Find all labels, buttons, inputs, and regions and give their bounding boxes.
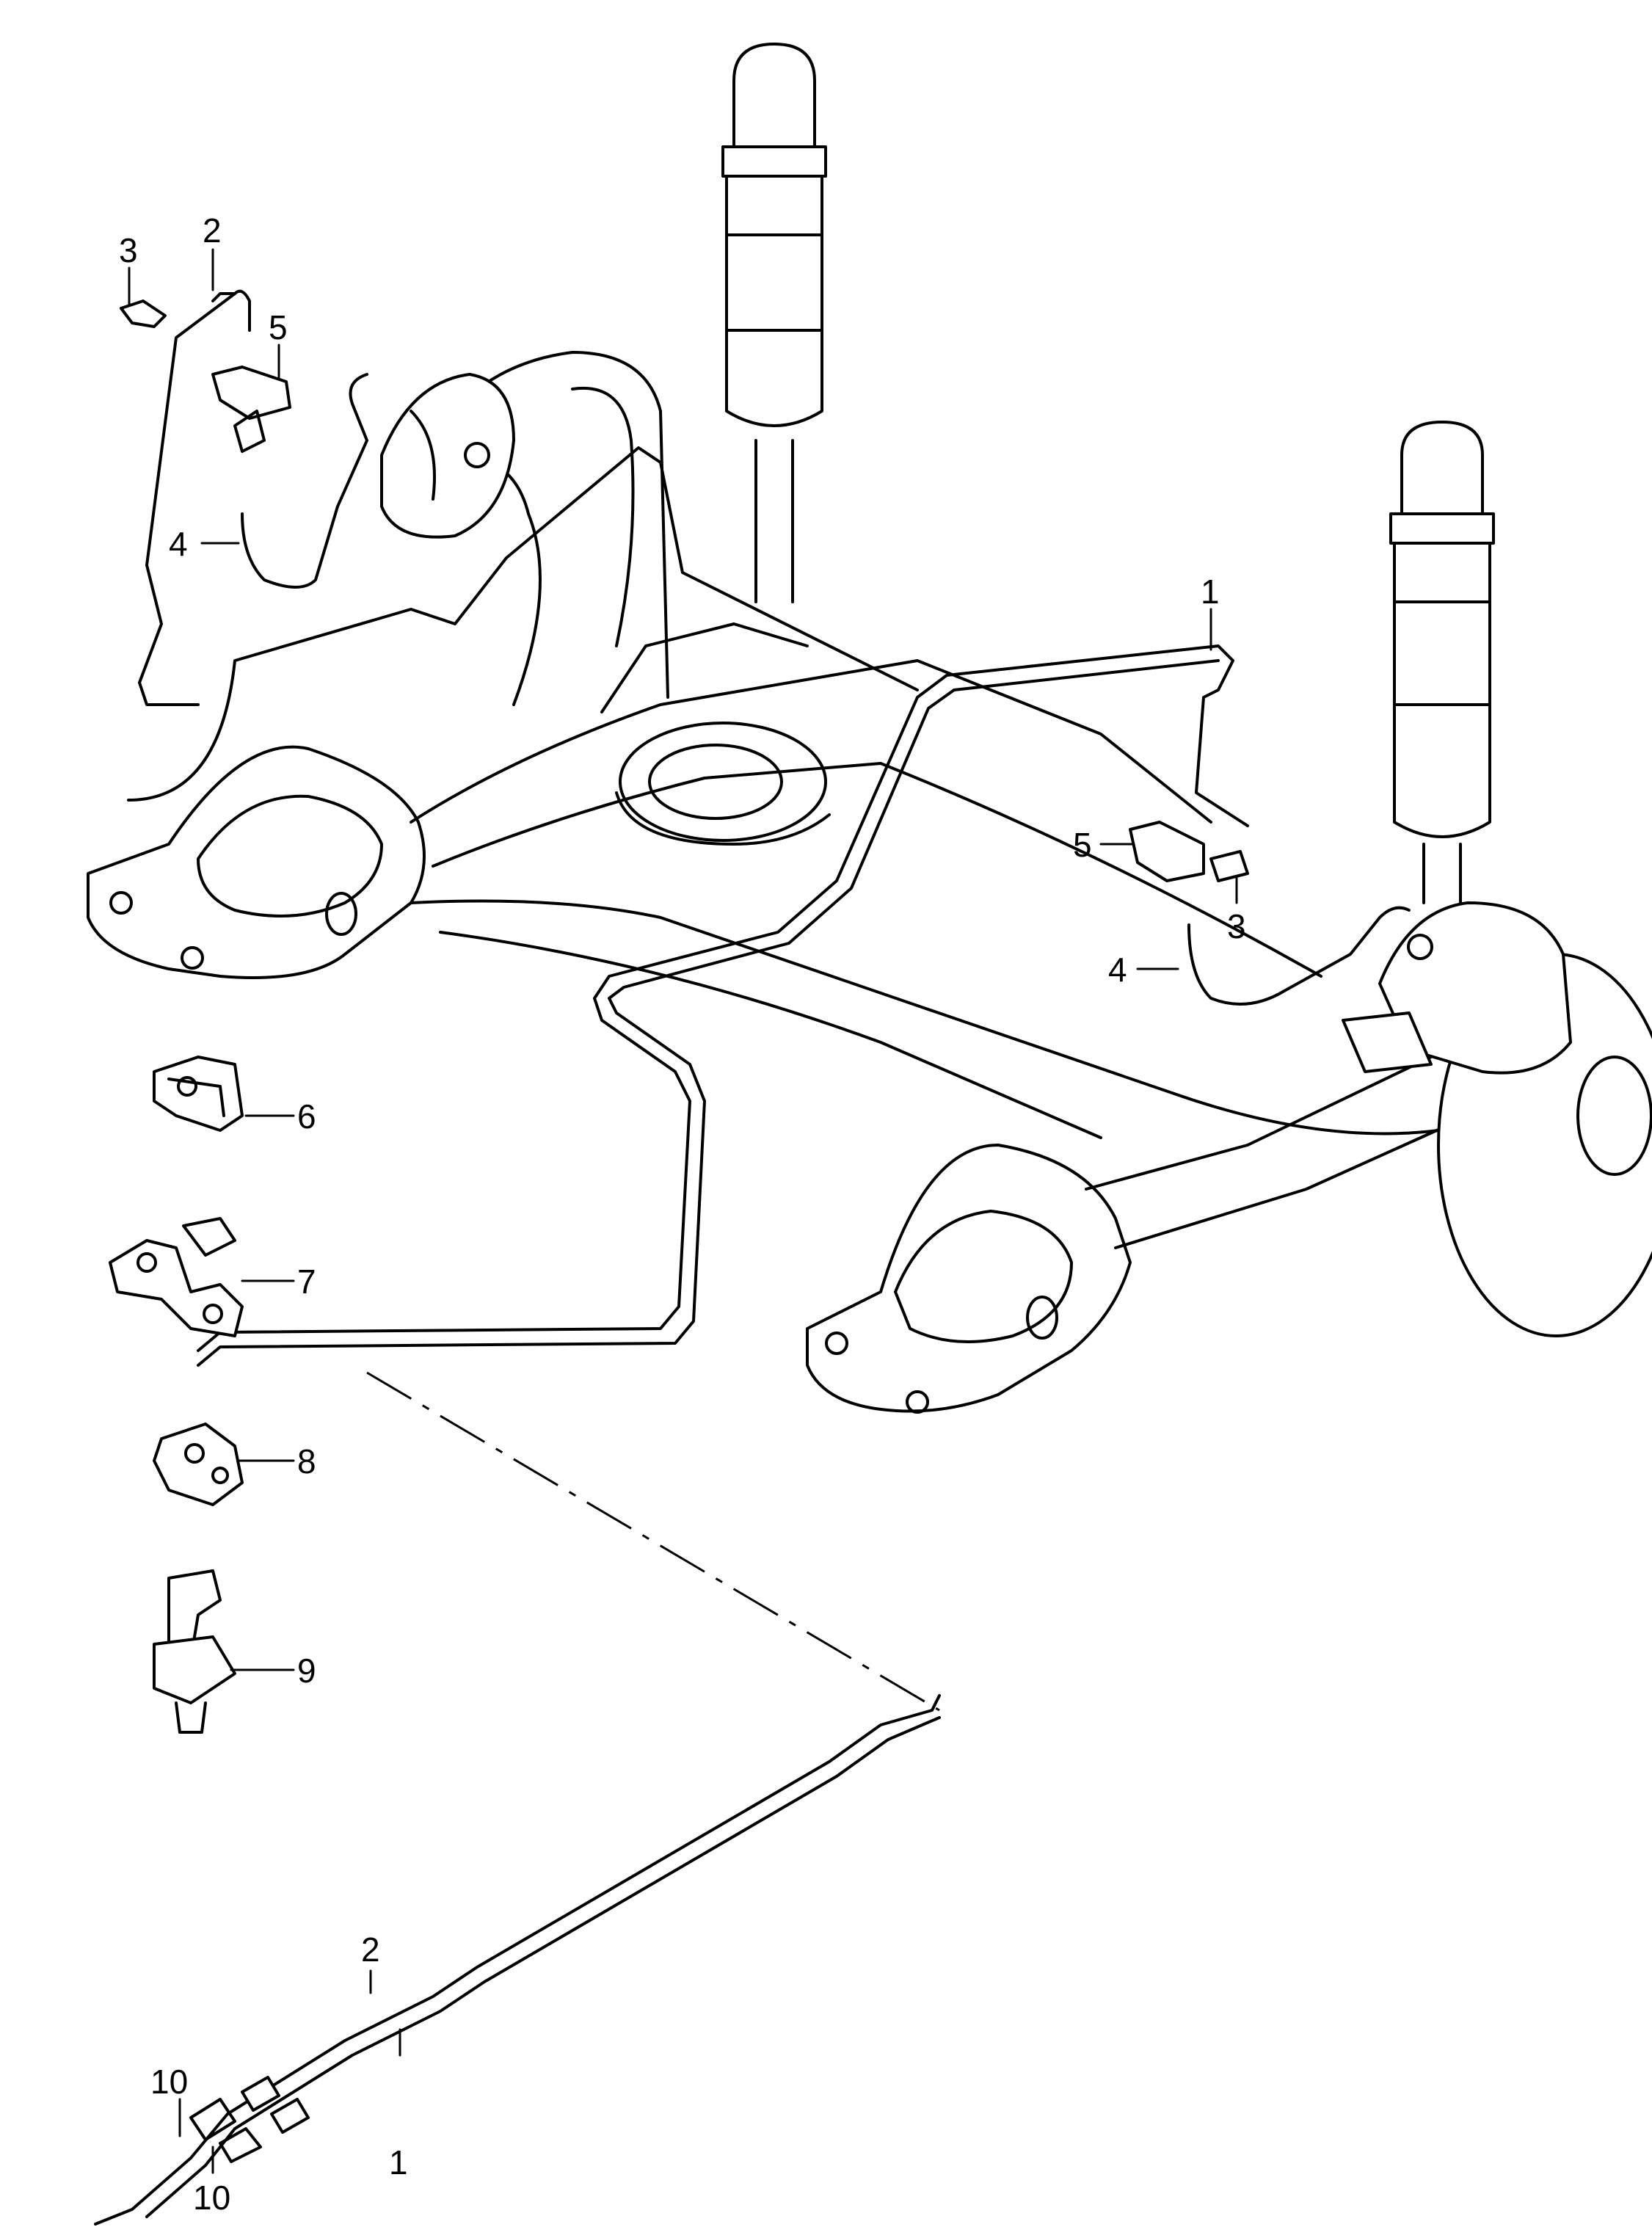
callout-10-upper: 10 — [150, 2063, 188, 2101]
brake-hoses — [241, 373, 1411, 1006]
clip-6 — [153, 1056, 244, 1132]
callout-10-lower: 10 — [193, 2179, 230, 2217]
bracket-5-right — [1129, 821, 1249, 882]
callout-5-right: 5 — [1073, 826, 1092, 864]
callout-2-upper: 2 — [203, 211, 222, 250]
callout-1-lower: 1 — [389, 2143, 408, 2181]
callout-1-upper: 1 — [1201, 573, 1220, 611]
callout-6: 6 — [297, 1097, 316, 1136]
callout-8: 8 — [297, 1442, 316, 1481]
callout-numbers: 1 1 2 2 3 3 4 4 5 5 6 7 8 9 10 10 — [119, 211, 1246, 2217]
callout-3-left: 3 — [119, 231, 138, 269]
clip-3-left — [120, 299, 167, 328]
clip-9 — [153, 1569, 236, 1734]
rear-axle-beam — [87, 351, 1455, 1414]
callout-leaders — [128, 248, 1238, 2174]
left-brake-caliper — [380, 373, 515, 539]
bracket-5-left — [211, 366, 291, 453]
callout-7: 7 — [297, 1263, 316, 1301]
callout-2-lower: 2 — [361, 1930, 380, 1969]
brake-line-2 — [127, 289, 919, 802]
callout-9: 9 — [297, 1652, 316, 1690]
callout-4-left: 4 — [169, 525, 188, 563]
clip-8 — [153, 1423, 244, 1506]
right-brake-disc — [1342, 901, 1652, 1337]
clip-7 — [109, 1217, 244, 1337]
brake-line-1 — [197, 644, 1249, 1367]
lower-brake-lines — [94, 1694, 941, 2226]
left-shock-absorber — [721, 43, 827, 603]
right-shock-absorber — [1389, 421, 1495, 904]
callout-5-left: 5 — [269, 308, 288, 346]
callout-3-right: 3 — [1227, 907, 1246, 945]
continuation-dash-line — [366, 1371, 940, 1712]
callout-4-right: 4 — [1108, 951, 1127, 989]
